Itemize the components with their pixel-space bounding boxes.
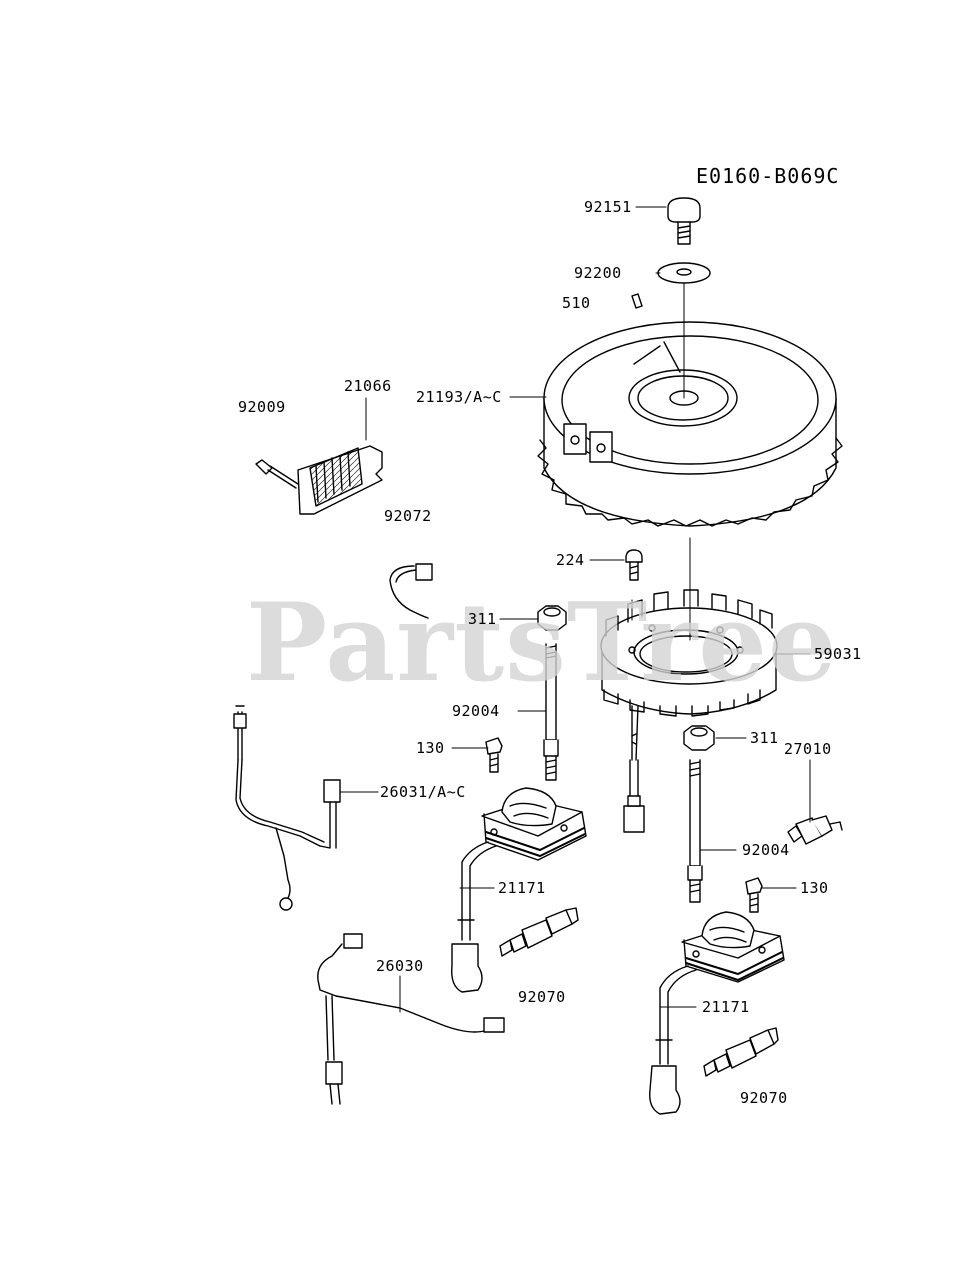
- part-label-311[interactable]: 311: [468, 610, 497, 628]
- spark-plug: [499, 907, 579, 957]
- part-label-510[interactable]: 510: [562, 294, 591, 312]
- part-label-130[interactable]: 130: [416, 739, 445, 757]
- part-label-92151[interactable]: 92151: [584, 198, 632, 216]
- flywheel: [537, 321, 843, 527]
- ignition-coil: [481, 787, 587, 861]
- stator-screw: [625, 549, 643, 581]
- flywheel-washer: [657, 262, 711, 284]
- part-label-21171[interactable]: 21171: [498, 879, 546, 897]
- part-label-92004[interactable]: 92004: [452, 702, 500, 720]
- regulator: [297, 445, 383, 515]
- part-label-92070-2[interactable]: 92070: [740, 1089, 788, 1107]
- part-label-21171-2[interactable]: 21171: [702, 998, 750, 1016]
- part-label-92200[interactable]: 92200: [574, 264, 622, 282]
- stator-connector: [623, 705, 645, 833]
- part-label-26031[interactable]: 26031/A~C: [380, 783, 466, 801]
- ignition-bolt-2: [745, 877, 763, 913]
- part-label-21193[interactable]: 21193/A~C: [416, 388, 502, 406]
- flywheel-magnet: [563, 423, 613, 463]
- flywheel-key: [631, 293, 643, 309]
- ground-wire: [389, 563, 433, 619]
- part-label-311-2[interactable]: 311: [750, 729, 779, 747]
- part-label-21066[interactable]: 21066: [344, 377, 392, 395]
- wiring-harness: [233, 705, 341, 911]
- spark-plug-2: [703, 1027, 779, 1077]
- ignition-bolt: [485, 737, 503, 773]
- part-label-59031[interactable]: 59031: [814, 645, 862, 663]
- part-label-27010[interactable]: 27010: [784, 740, 832, 758]
- watermark: PartsTree: [246, 580, 838, 706]
- hex-nut-2: [683, 725, 715, 751]
- regulator-screw: [255, 459, 299, 489]
- kill-wire: [317, 933, 505, 1105]
- ignition-coil-2: [681, 911, 785, 983]
- spark-plug-lead: [451, 841, 497, 993]
- hex-nut: [537, 605, 567, 631]
- stud-bolt: [543, 643, 559, 781]
- stator: [600, 589, 778, 717]
- flywheel-bolt: [667, 197, 701, 245]
- part-label-92070[interactable]: 92070: [518, 988, 566, 1006]
- part-label-92004-2[interactable]: 92004: [742, 841, 790, 859]
- stud-bolt-2: [687, 759, 703, 903]
- leader-lines: [339, 206, 811, 1013]
- part-label-92009[interactable]: 92009: [238, 398, 286, 416]
- oil-pressure-switch: [787, 815, 843, 845]
- part-label-92072[interactable]: 92072: [384, 507, 432, 525]
- part-label-130-2[interactable]: 130: [800, 879, 829, 897]
- part-label-224[interactable]: 224: [556, 551, 585, 569]
- spark-plug-lead-2: [649, 965, 697, 1115]
- diagram-code: E0160-B069C: [696, 164, 840, 188]
- part-label-26030[interactable]: 26030: [376, 957, 424, 975]
